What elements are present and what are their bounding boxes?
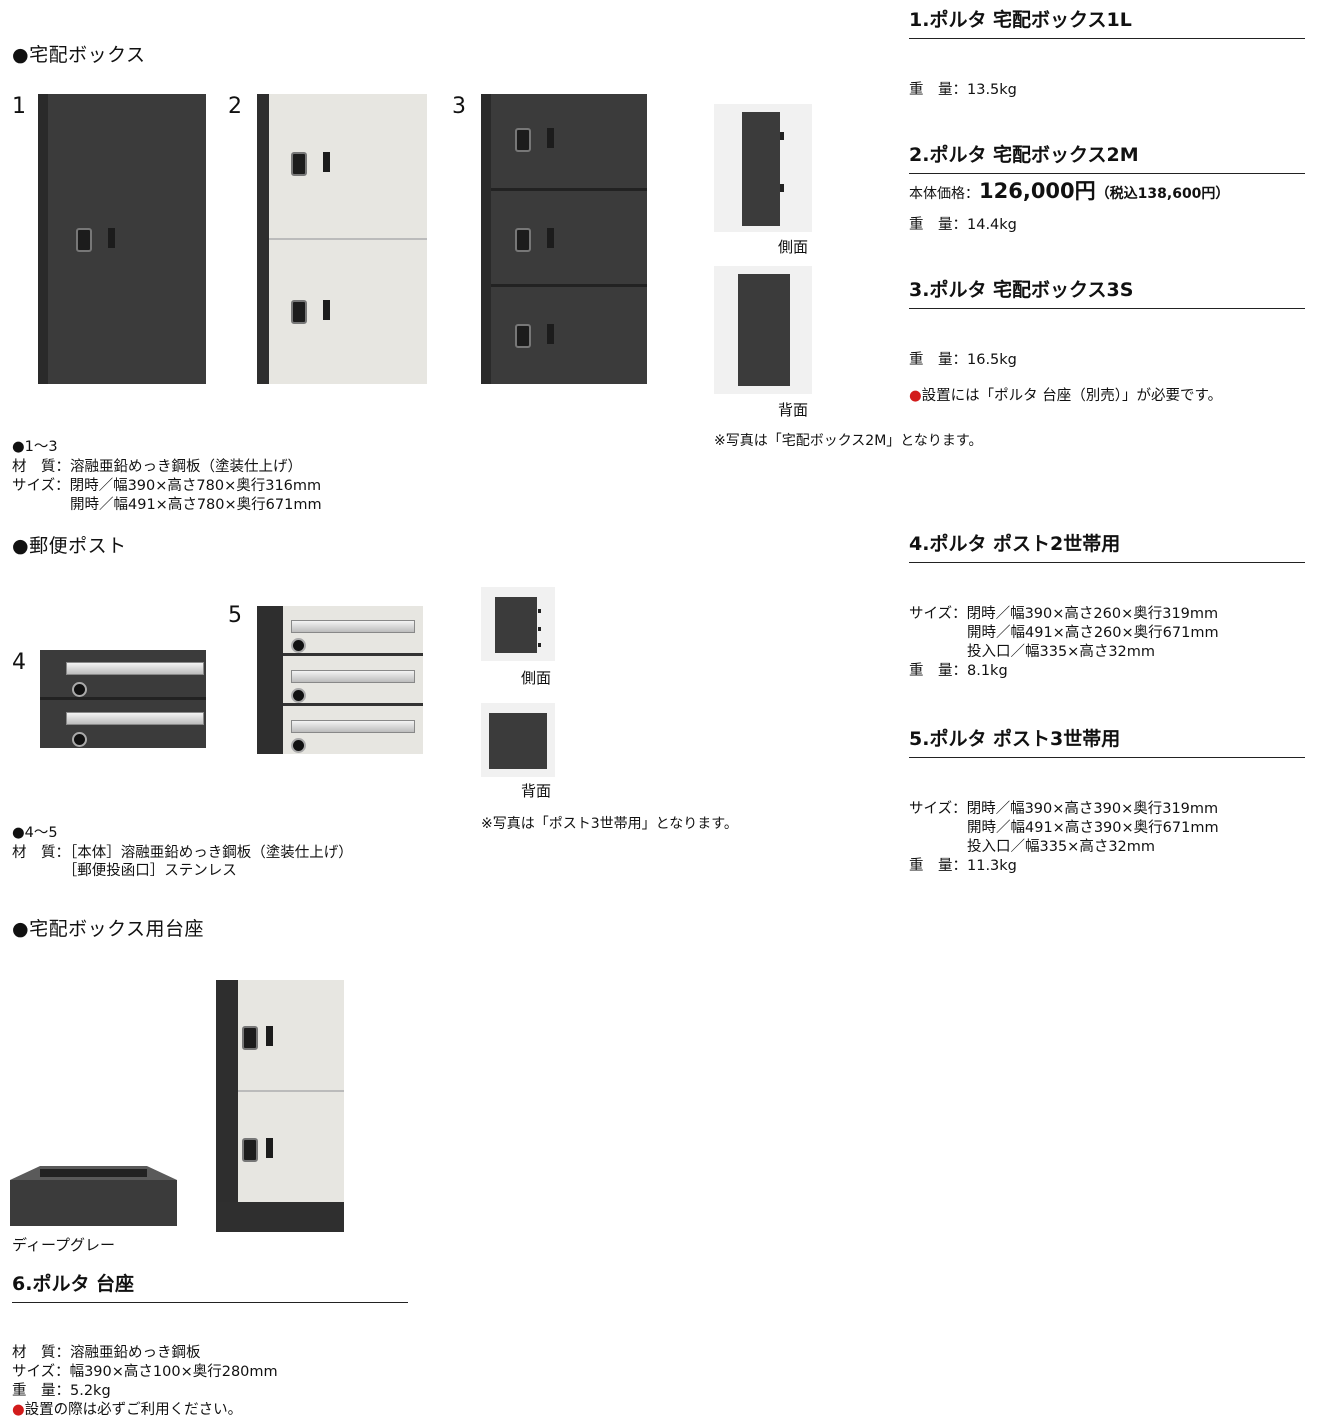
- section-stand: ●宅配ボックス用台座: [12, 918, 205, 940]
- product-1-image: [38, 94, 206, 384]
- product-5-rule: [909, 757, 1305, 758]
- post-photo-note: ※写真は「ポスト3世帯用」となります。: [481, 816, 738, 832]
- handle-icon: [547, 228, 554, 248]
- handle-icon: [323, 300, 330, 320]
- handle-icon: [108, 228, 115, 248]
- lock-icon: [515, 128, 531, 152]
- specs-4-5-material-slot: ［郵便投函口］ステンレス: [12, 863, 237, 879]
- handle-icon: [547, 324, 554, 344]
- product-4-image: [40, 650, 206, 748]
- handle-icon: [323, 152, 330, 172]
- number-5: 5: [228, 603, 242, 628]
- price-tax: （税込138,600円）: [1095, 186, 1230, 202]
- mail-slot: [66, 662, 204, 675]
- product-4-size-slot: 投入口／幅335×高さ32mm: [909, 644, 1156, 660]
- product-6-material: 材 質：溶融亜鉛めっき鋼板: [12, 1345, 201, 1361]
- dial-lock-icon: [72, 682, 87, 697]
- specs-4-5-heading: ●4〜5: [12, 825, 58, 841]
- handle-icon: [547, 128, 554, 148]
- number-1: 1: [12, 94, 26, 119]
- mail-slot: [291, 620, 415, 633]
- dial-lock-icon: [291, 638, 306, 653]
- specs-1-3-size-open: 開時／幅491×高さ780×奥行671mm: [12, 497, 322, 513]
- product-4-size-open: 開時／幅491×高さ260×奥行671mm: [909, 625, 1219, 641]
- section-delivery-box: ●宅配ボックス: [12, 44, 146, 66]
- specs-1-3-material: 材 質：溶融亜鉛めっき鋼板（塗装仕上げ）: [12, 459, 302, 475]
- product-6-rule: [12, 1302, 408, 1303]
- number-4: 4: [12, 650, 26, 675]
- product-6-note: ●設置の際は必ずご利用ください。: [12, 1402, 243, 1418]
- product-5-image: [257, 606, 423, 754]
- mail-slot: [291, 670, 415, 683]
- product-6-title: 6.ポルタ 台座: [12, 1273, 135, 1295]
- post-back-label: 背面: [521, 782, 552, 800]
- specs-1-3-heading: ●1〜3: [12, 439, 58, 455]
- product-2-image: [257, 94, 427, 384]
- product-3-rule: [909, 308, 1305, 309]
- number-3: 3: [452, 94, 466, 119]
- post-back-view-image: [481, 703, 555, 777]
- product-5-title: 5.ポルタ ポスト3世帯用: [909, 728, 1121, 750]
- product-4-rule: [909, 562, 1305, 563]
- stand-color-caption: ディープグレー: [12, 1236, 116, 1254]
- number-2: 2: [228, 94, 242, 119]
- product-1-rule: [909, 38, 1305, 39]
- price-value: 126,000円: [979, 179, 1096, 203]
- product-4-title: 4.ポルタ ポスト2世帯用: [909, 533, 1121, 555]
- lock-icon: [242, 1026, 258, 1050]
- product-4-weight: 重 量：8.1kg: [909, 663, 1008, 679]
- product-4-size-closed: サイズ：閉時／幅390×高さ260×奥行319mm: [909, 606, 1219, 622]
- specs-4-5-material-body: 材 質：［本体］溶融亜鉛めっき鋼板（塗装仕上げ）: [12, 845, 353, 861]
- box-side-view-image: [714, 104, 812, 232]
- product-3-image: [481, 94, 647, 384]
- product-2-weight: 重 量：14.4kg: [909, 217, 1017, 233]
- product-3-note: ●設置には「ポルタ 台座（別売）」が必要です。: [909, 388, 1223, 404]
- dial-lock-icon: [72, 732, 87, 747]
- post-side-view-image: [481, 587, 555, 661]
- product-5-weight: 重 量：11.3kg: [909, 858, 1017, 874]
- lock-icon: [515, 324, 531, 348]
- box-photo-note: ※写真は「宅配ボックス2M」となります。: [714, 433, 983, 449]
- product-3-weight: 重 量：16.5kg: [909, 352, 1017, 368]
- dial-lock-icon: [291, 738, 306, 753]
- lock-icon: [242, 1138, 258, 1162]
- box-on-stand-image: [216, 980, 344, 1232]
- box-side-label: 側面: [778, 238, 809, 256]
- product-1-title: 1.ポルタ 宅配ボックス1L: [909, 9, 1132, 31]
- post-side-label: 側面: [521, 669, 552, 687]
- mail-slot: [66, 712, 204, 725]
- product-1-weight: 重 量：13.5kg: [909, 82, 1017, 98]
- product-2-rule: [909, 173, 1305, 174]
- note-bullet: ●: [909, 388, 922, 404]
- mail-slot: [291, 720, 415, 733]
- product-6-weight: 重 量：5.2kg: [12, 1383, 111, 1399]
- handle-icon: [266, 1026, 273, 1046]
- product-5-size-open: 開時／幅491×高さ390×奥行671mm: [909, 820, 1219, 836]
- box-back-label: 背面: [778, 401, 809, 419]
- lock-icon: [76, 228, 92, 252]
- handle-icon: [266, 1138, 273, 1158]
- note-bullet: ●: [12, 1402, 25, 1418]
- lock-icon: [291, 152, 307, 176]
- product-2-title: 2.ポルタ 宅配ボックス2M: [909, 144, 1139, 166]
- section-mail-post: ●郵便ポスト: [12, 535, 127, 557]
- specs-1-3-size-closed: サイズ：閉時／幅390×高さ780×奥行316mm: [12, 478, 322, 494]
- lock-icon: [515, 228, 531, 252]
- price-label: 本体価格：: [909, 186, 979, 202]
- product-3-title: 3.ポルタ 宅配ボックス3S: [909, 279, 1134, 301]
- product-6-size: サイズ：幅390×高さ100×奥行280mm: [12, 1364, 278, 1380]
- lock-icon: [291, 300, 307, 324]
- box-back-view-image: [714, 266, 812, 394]
- product-2-price: 本体価格：126,000円（税込138,600円）: [909, 178, 1229, 207]
- stand-image: [10, 1166, 177, 1226]
- product-5-size-slot: 投入口／幅335×高さ32mm: [909, 839, 1156, 855]
- product-5-size-closed: サイズ：閉時／幅390×高さ390×奥行319mm: [909, 801, 1219, 817]
- dial-lock-icon: [291, 688, 306, 703]
